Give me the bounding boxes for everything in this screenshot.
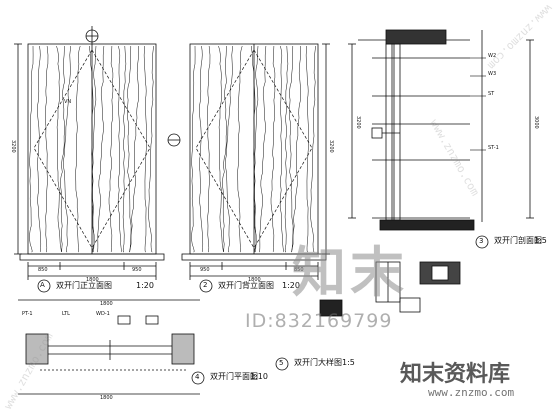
view-title-3: 双开门剖面图 <box>494 236 542 245</box>
wood-grain-line <box>117 45 123 253</box>
wood-grain-line <box>89 45 95 253</box>
dim-plan-top: 1800 <box>100 301 113 307</box>
wood-grain-line <box>237 45 243 253</box>
wood-grain-line <box>75 45 81 253</box>
view-scale-4: 1:10 <box>250 372 268 381</box>
wood-grain-line <box>291 45 302 253</box>
view-scale-3: 1:5 <box>534 236 547 245</box>
wood-grain-line <box>122 45 127 253</box>
wood-grain-line <box>91 45 97 253</box>
wood-grain-line <box>258 45 267 253</box>
wood-grain-line <box>96 45 105 253</box>
material-tag-3: ST <box>488 91 495 97</box>
view-scale-2: 1:20 <box>282 281 300 290</box>
wood-grain-line <box>279 45 285 253</box>
wood-grain-line <box>270 45 276 253</box>
material-tag-8: VN <box>64 99 72 105</box>
wood-grain-line <box>251 45 257 253</box>
watermark-diagonal-text-1: www.znzmo.com <box>485 2 555 72</box>
material-tag-6: LTL <box>62 311 70 317</box>
dim-height-section: 3200 <box>355 116 361 129</box>
material-tag-1: W2 <box>488 53 497 59</box>
dim-2-total: 1800 <box>248 277 261 283</box>
wood-grain-line <box>222 45 227 253</box>
wood-grain-line <box>218 45 224 253</box>
dim-plan-bottom: 1800 <box>100 395 113 401</box>
wood-grain-line <box>225 45 233 253</box>
material-tag-2: W3 <box>488 71 497 77</box>
view-scale-a: 1:20 <box>136 281 154 290</box>
view-title-5: 双开门大样图 <box>294 358 342 367</box>
section-3-door <box>348 29 534 249</box>
dim-a-right: 950 <box>132 267 142 273</box>
dim-2-right: 850 <box>294 267 304 273</box>
wood-grain-line <box>305 45 309 253</box>
dim-height-a: 3200 <box>10 140 16 153</box>
plan-4-door <box>18 299 205 395</box>
view-title-a: 双开门正立面图 <box>56 281 112 290</box>
wood-grain-line <box>199 45 204 253</box>
view-title-4: 双开门平面图 <box>210 372 258 381</box>
wood-grain-line <box>148 45 154 253</box>
elevation-a-door <box>14 26 165 293</box>
wood-grain-line <box>44 45 49 253</box>
material-tag-7: WD-1 <box>96 311 110 317</box>
wood-grain-line <box>143 45 147 253</box>
dim-height-right: 3000 <box>533 116 539 129</box>
view-key-2: 2 <box>203 281 208 289</box>
view-title-2: 双开门背立面图 <box>218 281 274 290</box>
wood-grain-line <box>127 45 132 253</box>
wood-grain-line <box>289 45 294 253</box>
wood-grain-line <box>37 45 42 253</box>
view-key-3: 3 <box>479 237 484 245</box>
material-tag-5: PT-1 <box>22 311 33 317</box>
view-key-4: 4 <box>195 373 200 381</box>
dim-2-left: 950 <box>200 267 210 273</box>
view-key-5: 5 <box>279 359 284 367</box>
wood-grain-line <box>63 45 71 253</box>
material-tag-4: ST-1 <box>488 145 499 151</box>
dim-a-left: 850 <box>38 267 48 273</box>
wood-grain-line <box>129 45 140 253</box>
view-scale-5: 1:5 <box>342 358 355 367</box>
wood-grain-line <box>206 45 211 253</box>
elevation-2-door <box>167 43 330 293</box>
view-key-a: A <box>40 281 45 289</box>
wood-grain-line <box>191 45 196 253</box>
detail-5-door <box>275 261 461 371</box>
wood-grain-line <box>253 45 259 253</box>
wood-grain-line <box>310 45 316 253</box>
dim-a-total: 1800 <box>86 277 99 283</box>
wood-grain-line <box>108 45 114 253</box>
dim-height-2: 3200 <box>328 140 334 153</box>
wood-grain-line <box>60 45 65 253</box>
wood-grain-line <box>284 45 289 253</box>
wood-grain-line <box>29 45 34 253</box>
wood-grain-line <box>56 45 62 253</box>
watermark-diagonal-text-3: www.znzmo.com <box>427 117 481 198</box>
